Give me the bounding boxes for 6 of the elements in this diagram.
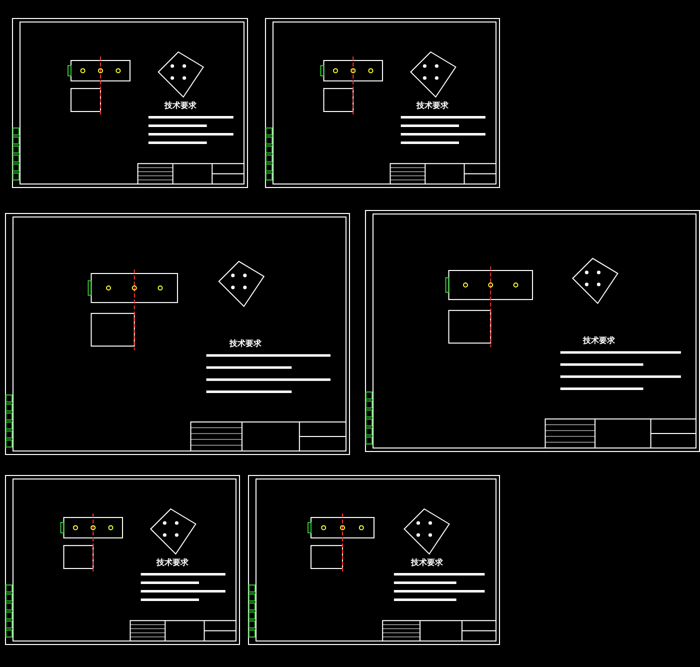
notes-heading: 技术要求 [416, 102, 449, 110]
notes-heading: 技术要求 [164, 102, 196, 110]
notes-heading: 技术要求 [582, 337, 615, 346]
notes-heading: 技术要求 [410, 559, 443, 567]
notes-heading: 技术要求 [156, 559, 189, 567]
notes-heading: 技术要求 [230, 340, 262, 348]
